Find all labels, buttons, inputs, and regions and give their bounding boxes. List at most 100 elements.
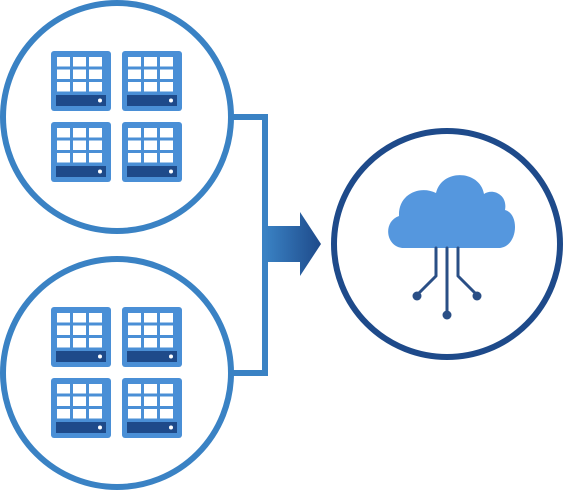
circuit-line-right (456, 246, 478, 296)
arrow-icon (265, 212, 321, 276)
server-window (160, 396, 173, 406)
server-window (160, 384, 173, 394)
server-window (128, 82, 141, 92)
server-drive-bay (56, 351, 106, 362)
server-status-light (169, 98, 173, 103)
server-window (144, 384, 157, 394)
server-window (128, 128, 141, 138)
connector-bracket (231, 114, 268, 376)
server-window (57, 409, 70, 419)
server-status-light (98, 354, 102, 359)
server-status-light (169, 354, 173, 359)
server-window (57, 325, 70, 335)
cloud-icon (388, 175, 516, 248)
server-drive-bay (127, 422, 177, 433)
server-status-light (169, 169, 173, 174)
server-window (160, 325, 173, 335)
server-window (128, 338, 141, 348)
server-window (144, 57, 157, 67)
server-window (89, 57, 102, 67)
server-group-bottom (51, 307, 182, 438)
server-window (89, 140, 102, 150)
server-window (73, 325, 86, 335)
server-window (128, 69, 141, 79)
server-window (73, 57, 86, 67)
server-window (89, 128, 102, 138)
server-window (73, 140, 86, 150)
server-window (73, 384, 86, 394)
server-window (144, 409, 157, 419)
server-window (89, 153, 102, 163)
server-window (160, 69, 173, 79)
circuit-lines (416, 246, 478, 315)
server-window (73, 338, 86, 348)
server-window (89, 409, 102, 419)
server-window (128, 396, 141, 406)
server-icon (51, 51, 111, 111)
server-icon (122, 122, 182, 182)
server-window (160, 409, 173, 419)
server-window (160, 140, 173, 150)
server-window (89, 69, 102, 79)
server-window (57, 128, 70, 138)
server-status-light (169, 425, 173, 430)
server-window (57, 140, 70, 150)
server-status-light (98, 425, 102, 430)
server-window (128, 57, 141, 67)
server-window (128, 384, 141, 394)
server-window (89, 82, 102, 92)
server-window (73, 69, 86, 79)
server-status-light (98, 169, 102, 174)
server-window (57, 57, 70, 67)
server-window (89, 338, 102, 348)
server-icon (51, 378, 111, 438)
server-window (144, 140, 157, 150)
circuit-node (472, 291, 482, 301)
server-window (160, 82, 173, 92)
server-window (57, 338, 70, 348)
server-icon (122, 51, 182, 111)
server-window (73, 82, 86, 92)
server-window (57, 69, 70, 79)
server-status-light (98, 98, 102, 103)
server-window (57, 384, 70, 394)
server-window (144, 153, 157, 163)
server-window (144, 69, 157, 79)
server-window (144, 396, 157, 406)
server-group-top-circle (0, 0, 234, 234)
server-drive-bay (56, 422, 106, 433)
server-group-bottom-circle (0, 256, 234, 490)
server-window (144, 338, 157, 348)
server-window (73, 396, 86, 406)
server-drive-bay (127, 351, 177, 362)
server-window (144, 82, 157, 92)
server-drive-bay (127, 95, 177, 106)
server-window (128, 153, 141, 163)
cloud-circuit-icon (388, 175, 516, 320)
server-group-top (51, 51, 182, 182)
server-icon (51, 307, 111, 367)
circuit-node (412, 291, 422, 301)
server-window (160, 338, 173, 348)
server-window (89, 384, 102, 394)
server-drive-bay (127, 166, 177, 177)
server-window (73, 153, 86, 163)
server-window (144, 325, 157, 335)
server-window (89, 313, 102, 323)
server-window (57, 396, 70, 406)
server-icon (122, 378, 182, 438)
server-window (57, 153, 70, 163)
server-drive-bay (56, 95, 106, 106)
server-window (160, 313, 173, 323)
server-window (160, 57, 173, 67)
server-window (128, 325, 141, 335)
circuit-node (442, 310, 452, 320)
server-icon (51, 122, 111, 182)
server-window (57, 313, 70, 323)
server-window (128, 313, 141, 323)
server-window (144, 313, 157, 323)
server-window (89, 325, 102, 335)
server-window (73, 313, 86, 323)
circuit-line-left (416, 246, 438, 296)
